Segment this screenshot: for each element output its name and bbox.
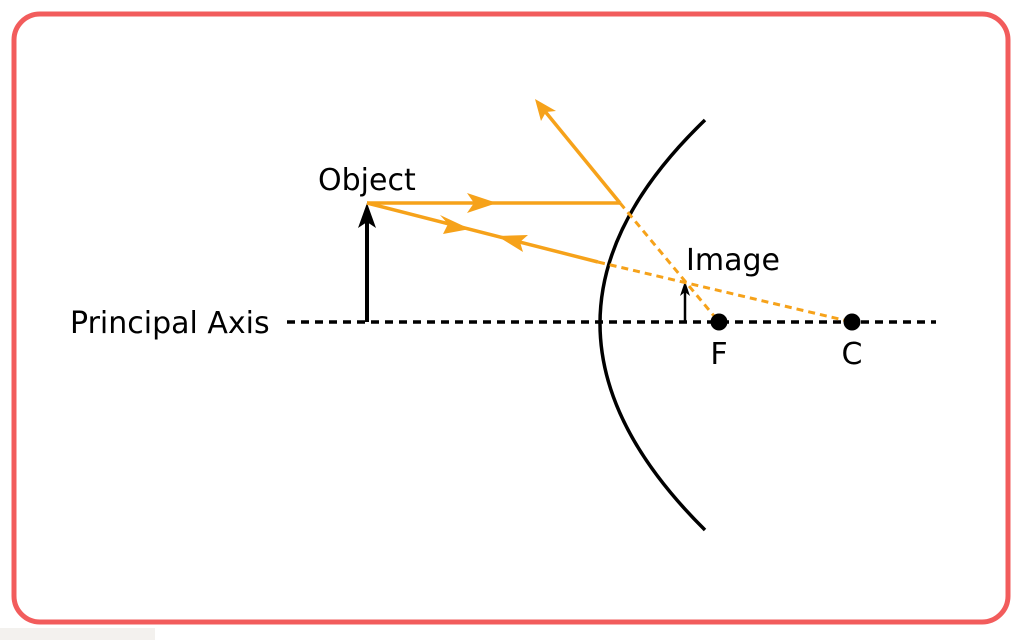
frame-border: [11, 11, 1011, 625]
ray-direction-arrow: [497, 235, 528, 252]
reflected-ray-arrowhead: [535, 99, 556, 121]
reflected-ray-diverging: [537, 102, 622, 205]
ray-direction-arrow: [467, 193, 497, 213]
principal-axis-label: Principal Axis: [70, 306, 270, 341]
ray-direction-arrow: [440, 215, 470, 234]
object-arrow-head: [358, 203, 376, 228]
center-of-curvature-dot: [843, 313, 861, 331]
focal-point-label: F: [710, 337, 727, 372]
convex-mirror: [598, 118, 707, 532]
image-label: Image: [686, 243, 780, 278]
incident-ray-toward-center: [366, 201, 599, 264]
object-label: Object: [318, 163, 416, 198]
center-of-curvature-label: C: [842, 337, 863, 372]
image-arrow-head: [680, 281, 690, 296]
virtual-ray-to-center: [597, 260, 853, 324]
virtual-ray-to-focus: [618, 202, 721, 323]
corner-patch: [0, 628, 155, 640]
focal-point-dot: [710, 313, 728, 331]
